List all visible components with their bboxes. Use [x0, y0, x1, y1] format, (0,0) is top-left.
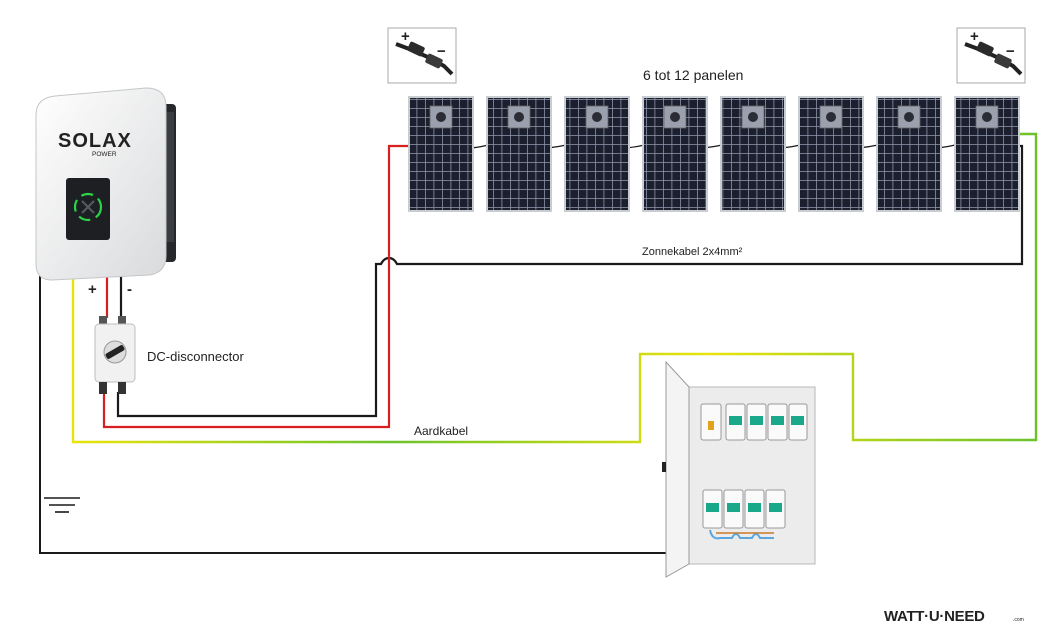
- cabinet-door: [665, 360, 690, 578]
- solar-panel: [720, 96, 786, 212]
- inverter-display-panel: [66, 178, 110, 240]
- mc4-connector-left-icon: + −: [387, 27, 457, 84]
- inverter-brand: SOLAX: [58, 130, 132, 152]
- solar-panel: [798, 96, 864, 212]
- ground-symbol: [44, 497, 80, 513]
- svg-text:−: −: [1006, 43, 1015, 60]
- earth-cable-label: Aardkabel: [414, 424, 468, 438]
- solar-panel: [876, 96, 942, 212]
- solar-panel-string: [408, 96, 1020, 212]
- solar-panel: [642, 96, 708, 212]
- solar-panel: [954, 96, 1020, 212]
- earth-cable: [71, 132, 1038, 444]
- solar-panel: [564, 96, 630, 212]
- distribution-board: [662, 360, 816, 578]
- dc-disconnector: [94, 316, 136, 394]
- inverter-status-ring: [73, 192, 103, 222]
- solar-panel: [408, 96, 474, 212]
- svg-text:WATT·U·NEED: WATT·U·NEED: [884, 608, 985, 625]
- svg-text:−: −: [437, 43, 446, 60]
- inverter: SOLAX POWER X1: [35, 87, 176, 281]
- svg-text:.com: .com: [1013, 617, 1024, 623]
- watt-u-need-logo: WATT·U·NEED .com: [884, 608, 1024, 625]
- solar-cable-label: Zonnekabel 2x4mm²: [642, 246, 743, 258]
- solar-panel: [486, 96, 552, 212]
- plus-label: +: [88, 281, 97, 298]
- breaker-row-bottom: [702, 489, 786, 540]
- string-positive-cable: [102, 144, 408, 429]
- dc-disconnector-label: DC-disconnector: [147, 349, 244, 364]
- inverter-brand-sub: POWER: [92, 151, 117, 158]
- panel-count-title: 6 tot 12 panelen: [643, 67, 743, 83]
- mc4-connector-right-icon: + −: [956, 27, 1026, 84]
- minus-label: -: [127, 281, 132, 298]
- breaker-row-top: [700, 403, 808, 441]
- string-negative-cable: [116, 144, 1024, 418]
- svg-text:+: +: [401, 28, 410, 45]
- svg-text:+: +: [970, 28, 979, 45]
- inverter-model: X1: [97, 232, 103, 238]
